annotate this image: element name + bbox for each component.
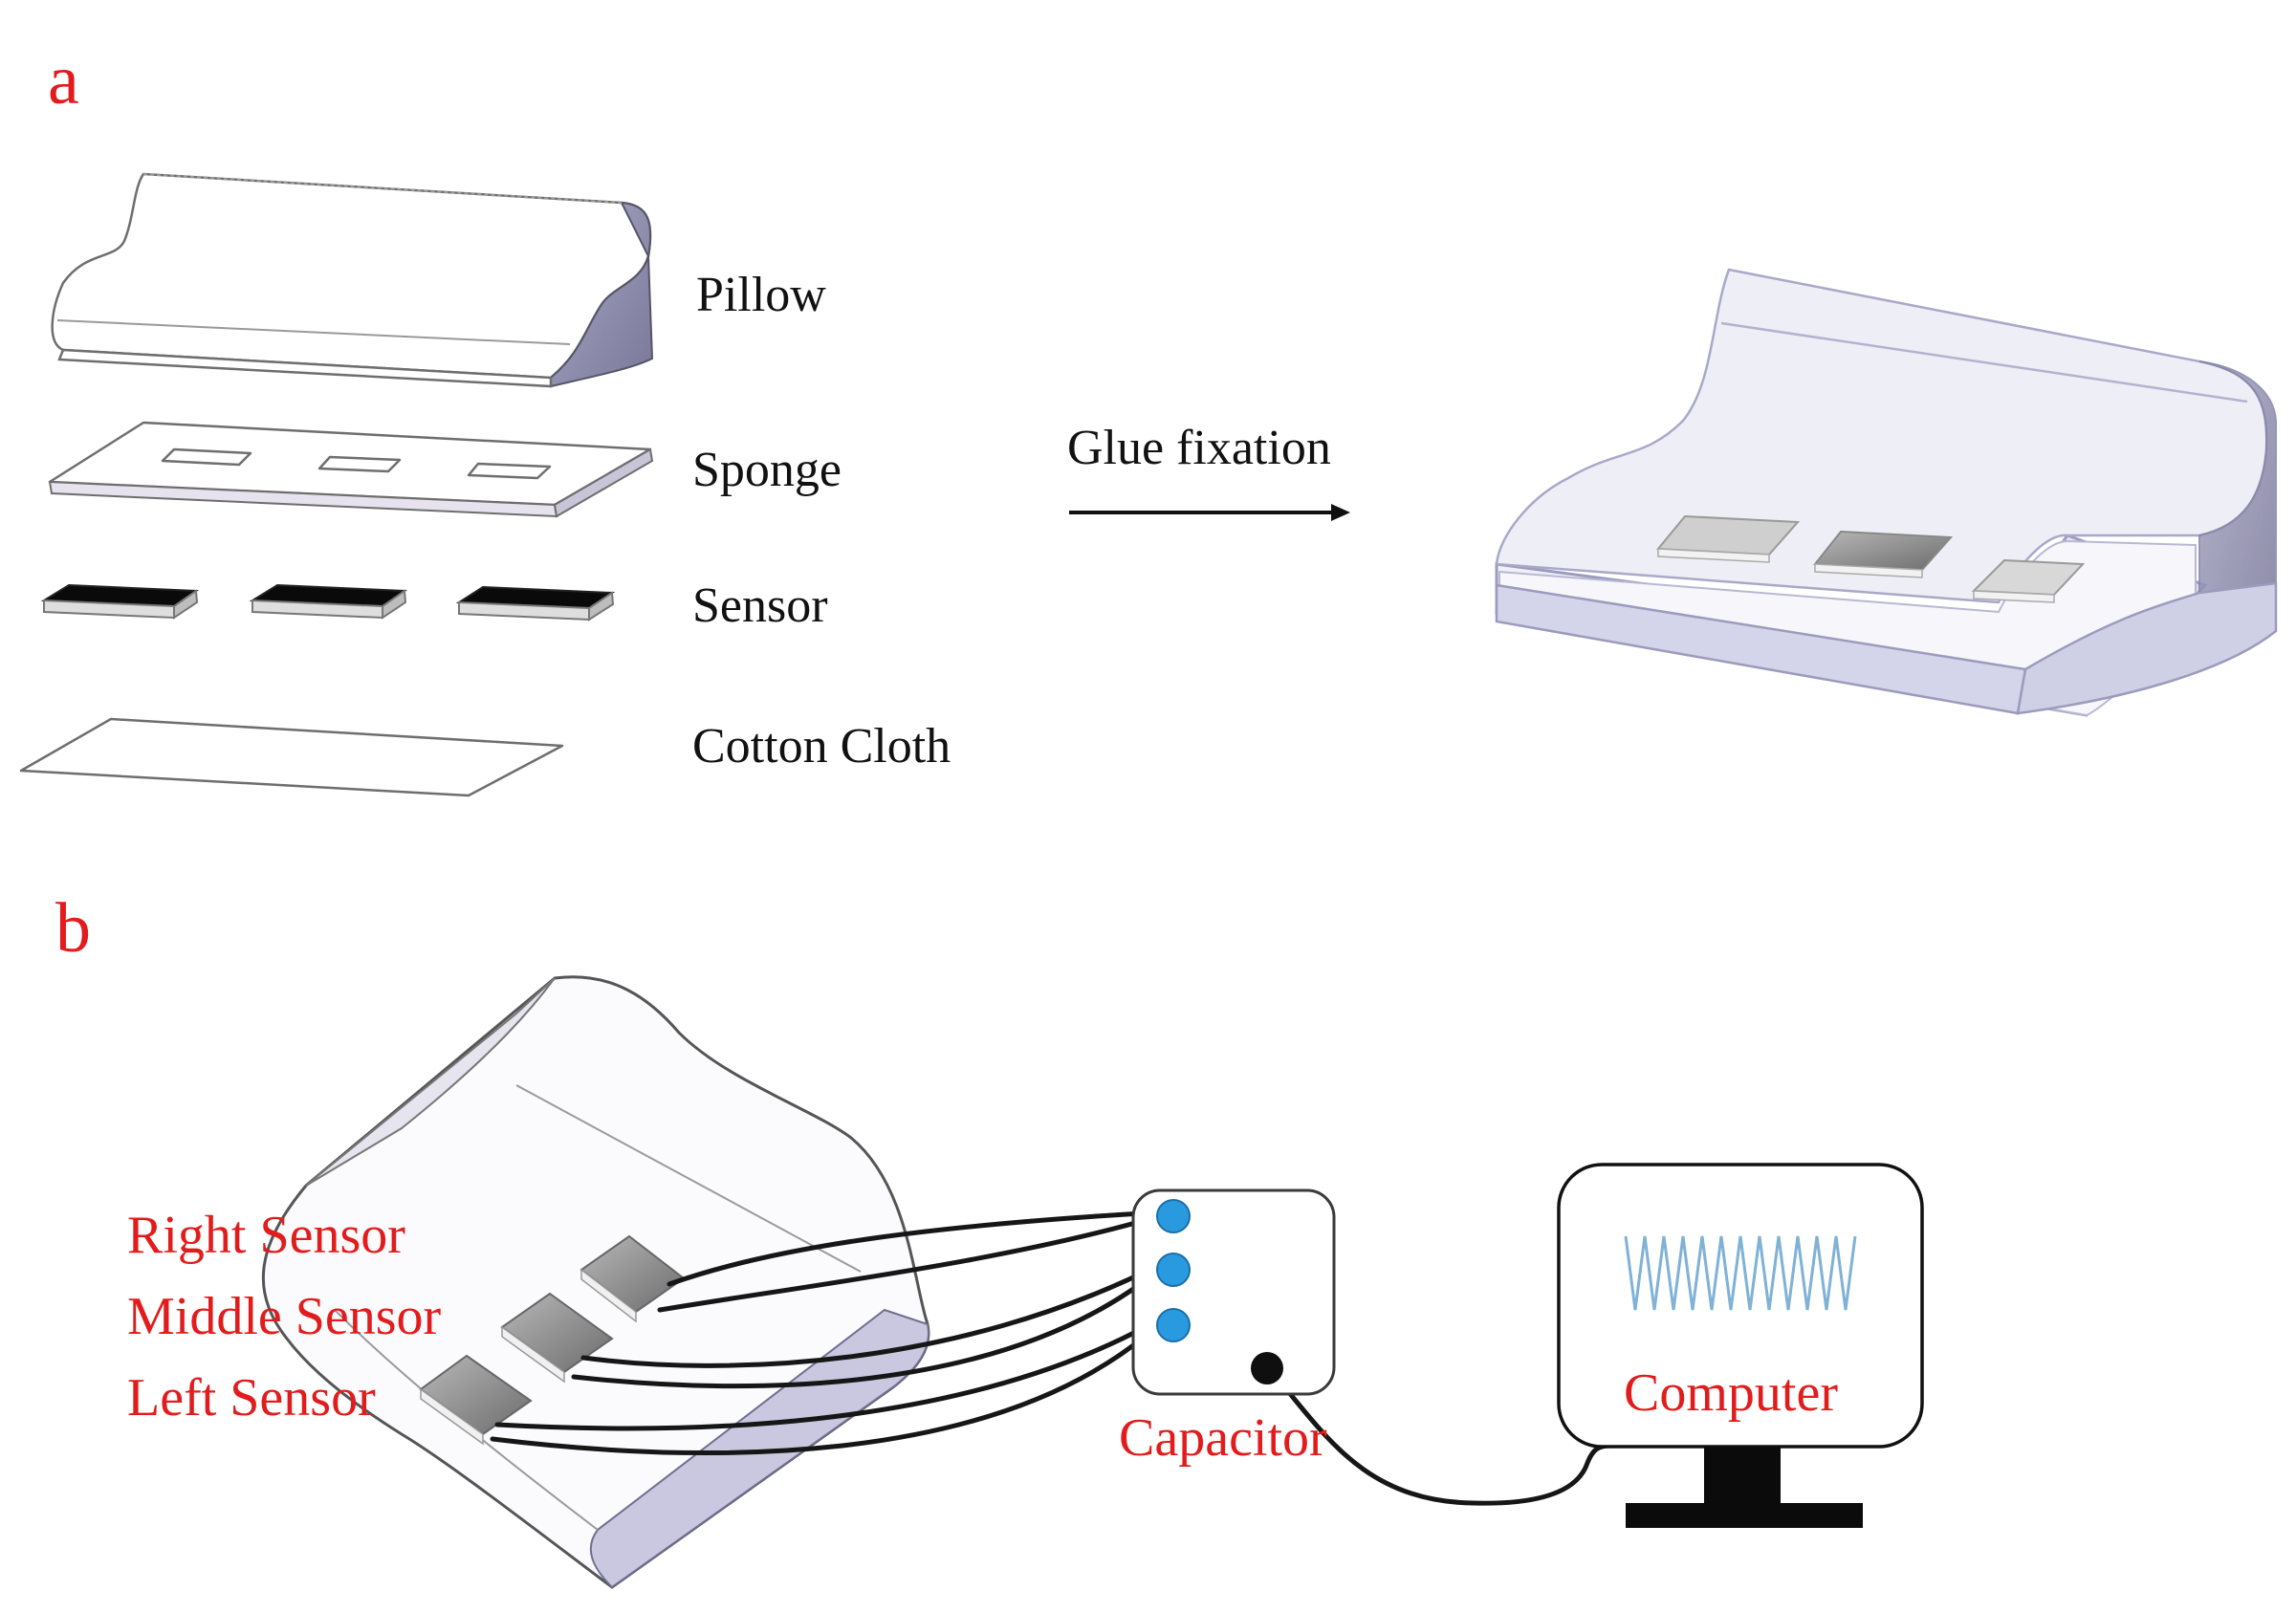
layer-label-sensor: Sensor [692,578,828,633]
label-computer: Computer [1624,1363,1838,1423]
assembled-sensor-left [1655,514,1801,563]
capacitor-terminal-2 [1156,1253,1191,1287]
assembled-pillow-top-ridge [1720,321,2248,403]
capacitor-box [1131,1188,1336,1396]
assembled-pillow-front-curve [2016,581,2278,715]
sponge-hole-middle [317,455,402,473]
sponge-layer [48,421,654,518]
panel-b: b Right Sensor Middle Sensor Left Sensor [55,889,1924,1589]
wire-middle-1 [580,1262,1162,1368]
wire-right-2 [657,1213,1162,1313]
layer-label-sponge: Sponge [692,443,842,497]
board-sensor-left [419,1354,533,1446]
wire-middle-2 [571,1267,1162,1389]
sensor-wires [490,1210,1614,1506]
wired-pillow-top-bevel [305,977,556,1187]
panel-letter-b: b [55,889,91,968]
exploded-sensor-middle [249,583,407,620]
cotton-cloth-sheet [19,717,564,797]
assembled-pillow-side-face [2198,360,2277,634]
board-sensor-middle [500,1292,614,1384]
sensor-layer [40,583,616,621]
glue-fixation-label: Glue fixation [1067,421,1331,475]
layer-label-pillow: Pillow [696,268,826,322]
pillow-front-face [57,348,553,388]
computer-stand-base [1626,1503,1863,1528]
exploded-sensor-left [40,583,199,620]
label-left-sensor: Left Sensor [127,1368,376,1428]
glue-fixation-arrowhead [1331,504,1350,521]
wire-right-1 [667,1210,1162,1287]
wire-left-1 [494,1317,1162,1431]
panel-letter-a: a [48,41,79,120]
capacitor-output-terminal [1251,1352,1283,1384]
panel-a: a Pillow Sponge [19,41,2278,797]
computer-stand-neck [1704,1447,1781,1509]
assembled-sensor-right [1971,558,2086,603]
sponge-hole-right [467,462,552,480]
capacitor-terminal-1 [1156,1199,1191,1233]
assembled-sensor-middle [1813,530,1954,578]
capacitor-terminal-3 [1156,1308,1191,1342]
sponge-edge-right [553,447,654,518]
wire-left-2 [490,1321,1162,1455]
assembled-pillow [1495,268,2278,717]
pillow-top-surface [51,172,652,380]
label-middle-sensor: Middle Sensor [127,1287,442,1346]
board-sensor-right [579,1234,686,1323]
wired-pillow-inner-edge [515,1084,862,1273]
label-capacitor: Capacitor [1119,1408,1327,1468]
wire-capacitor-to-computer [1266,1366,1614,1506]
sponge-hole-left [161,447,252,467]
exploded-sensor-right [455,585,616,621]
pillow-layer [51,172,654,388]
capacitor [1131,1188,1336,1396]
pillow-crease [56,319,571,345]
computer [1557,1163,1924,1528]
label-right-sensor: Right Sensor [127,1206,405,1265]
signal-waveform [1624,1235,1857,1311]
layer-label-cotton-cloth: Cotton Cloth [692,719,951,774]
